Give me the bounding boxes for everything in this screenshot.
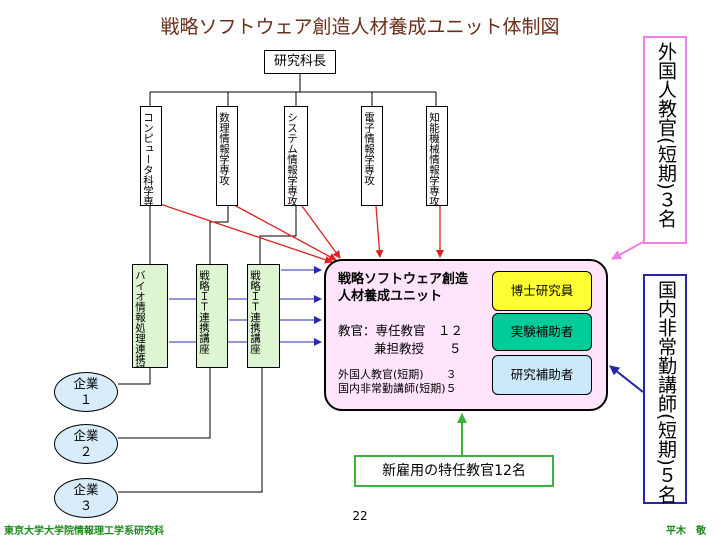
dept-label: 知能機械情報学専攻 (428, 112, 440, 206)
dept-system-informatics: システム情報学専攻 (284, 106, 308, 206)
dept-math-informatics: 数理情報学専攻 (216, 106, 238, 206)
org-tree-lines (118, 74, 437, 493)
course-label: バイオ情報処理連携講座 (134, 270, 146, 368)
red-arrows (159, 203, 444, 264)
dept-label: 電子情報学専攻 (363, 112, 375, 186)
course-label: 戦略ＩＴ連携講座 (249, 270, 261, 354)
company-number: １ (79, 392, 93, 407)
domestic-arrow (609, 365, 644, 393)
course-label: 戦略ＩＴ連携講座 (198, 270, 210, 354)
company-1: 企業 １ (54, 372, 118, 412)
dept-label: コンピュータ科学専攻 (142, 112, 154, 206)
footer-author: 平木 敬 (666, 526, 706, 537)
company-2: 企業 ２ (54, 424, 118, 464)
company-name: 企業 (73, 482, 99, 497)
dept-mechano-informatics: 知能機械情報学専攻 (426, 106, 448, 206)
dept-electronics-informatics: 電子情報学専攻 (361, 106, 383, 206)
page-title: 戦略ソフトウェア創造人材養成ユニット体制図 (160, 16, 560, 38)
role-postdoc: 博士研究員 (492, 271, 592, 311)
head-box: 研究科長 (264, 50, 336, 74)
dept-label: 数理情報学専攻 (218, 112, 230, 186)
unit-title-line1: 戦略ソフトウェア創造 (338, 272, 469, 287)
unit-title-line2: 人材養成ユニット (338, 289, 443, 304)
company-name: 企業 (73, 428, 99, 443)
course-strategic-it-1: 戦略ＩＴ連携講座 (196, 264, 228, 368)
blue-arrows (169, 266, 322, 346)
company-name: 企業 (73, 376, 99, 391)
role-lab-assistant: 実験補助者 (492, 313, 592, 351)
foreign-teachers-box: 外国人教官(短期)３名 (643, 36, 687, 244)
role-research-assistant: 研究補助者 (492, 355, 592, 395)
footer-affiliation: 東京大学大学院情報理工学系研究科 (4, 526, 164, 537)
unit-title: 戦略ソフトウェア創造 人材養成ユニット (338, 271, 468, 305)
foreign-line: 外国人教官(短期) ３ (338, 368, 457, 381)
dept-computer-science: コンピュータ科学専攻 (140, 106, 162, 206)
domestic-lecturers-label: 国内非常勤講師(短期)５名 (655, 280, 677, 504)
company-number: ３ (79, 498, 93, 513)
foreign-teachers-label: 外国人教官(短期)３名 (655, 42, 677, 228)
foreign-arrow (611, 241, 644, 260)
domestic-lecturers-box: 国内非常勤講師(短期)５名 (643, 274, 687, 504)
domestic-line: 国内非常勤講師(短期)５ (338, 382, 457, 395)
new-hire-box: 新雇用の特任教官12名 (354, 455, 554, 487)
company-number: ２ (79, 444, 93, 459)
dept-label: システム情報学専攻 (286, 112, 298, 206)
company-3: 企業 ３ (54, 478, 118, 518)
faculty-line1: 教官：専任教官 １２ (338, 323, 464, 338)
course-strategic-it-2: 戦略ＩＴ連携講座 (247, 264, 280, 368)
course-bio-info: バイオ情報処理連携講座 (132, 264, 168, 368)
faculty-line2: 兼担教授 ５ (374, 341, 462, 356)
page-number: 22 (352, 509, 368, 523)
